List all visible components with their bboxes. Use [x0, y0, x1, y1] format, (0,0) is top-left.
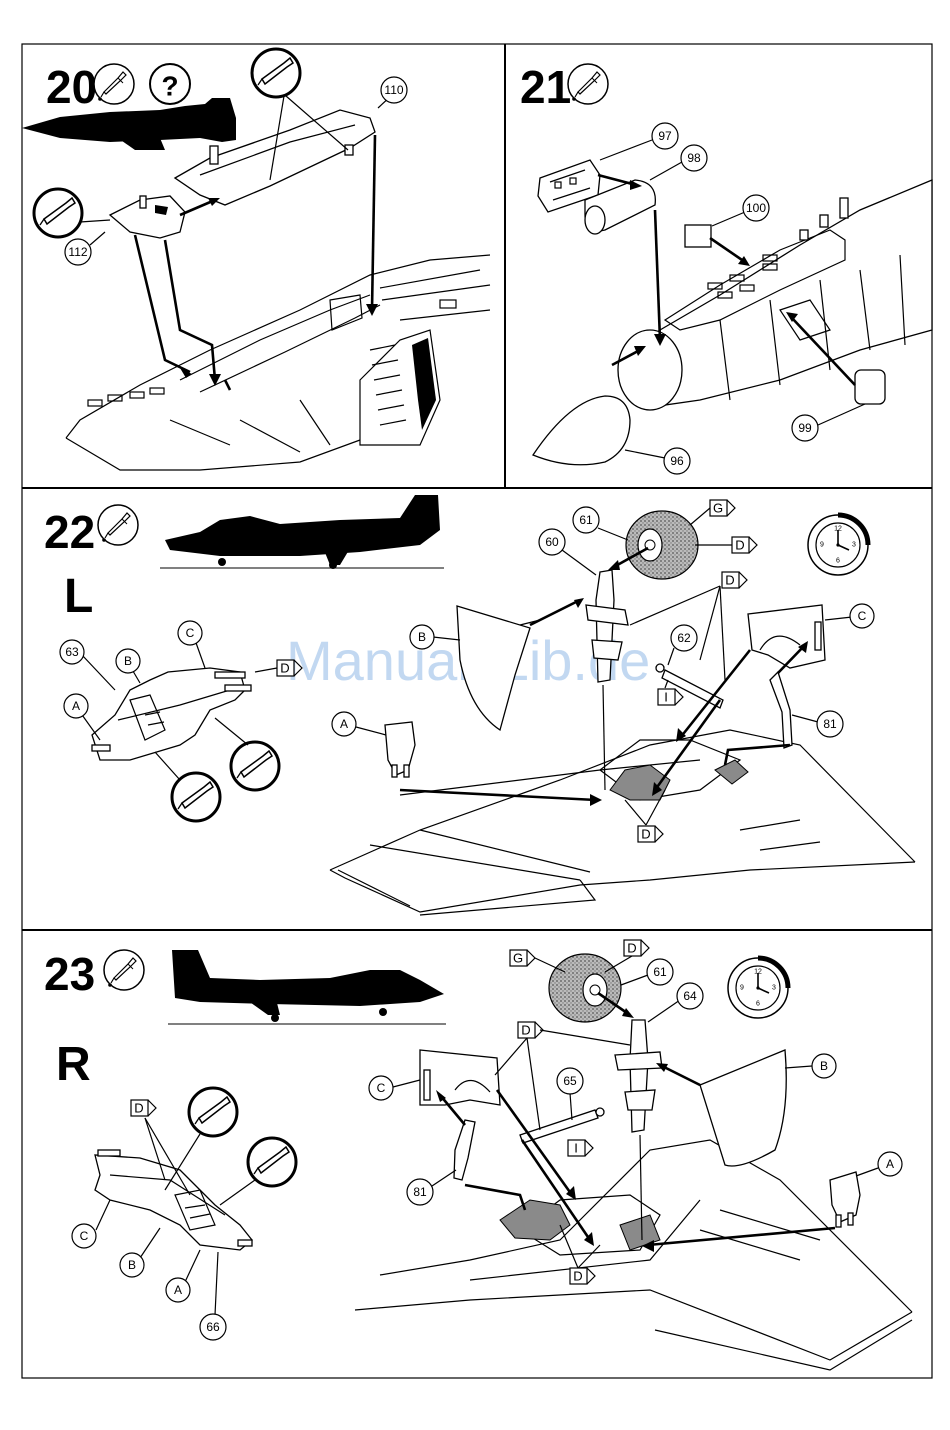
door-part-b	[700, 1050, 786, 1166]
part-number: 96	[670, 454, 684, 468]
clock-number: 9	[820, 542, 824, 549]
door-part-a	[830, 1172, 860, 1222]
aircraft-silhouette	[168, 950, 446, 1024]
glue-tube-icon	[172, 773, 220, 821]
side-label: R	[56, 1038, 91, 1091]
part-number: 60	[545, 535, 559, 549]
glue-tube-icon	[248, 1138, 296, 1186]
clock-icon: 12 3 6 9	[728, 958, 788, 1018]
part-number: 112	[68, 245, 87, 259]
glue-tube-icon	[252, 49, 300, 97]
part-label: B	[820, 1059, 828, 1073]
part-label: C	[186, 626, 195, 640]
part-label: A	[886, 1157, 894, 1171]
tag-letter: D	[134, 1101, 143, 1116]
part-number: 64	[683, 989, 697, 1003]
part-number: 65	[563, 1074, 577, 1088]
part-number: 81	[413, 1185, 427, 1199]
part-label: B	[124, 654, 132, 668]
fuselage-drawing	[66, 255, 490, 470]
svg-text:?: ?	[161, 71, 178, 102]
part-100-drawing	[685, 225, 711, 247]
tag-letter: D	[627, 941, 636, 956]
door-part-a	[385, 722, 415, 775]
tag-letter: D	[641, 827, 650, 842]
part-number: 110	[384, 83, 403, 97]
clock-number: 12	[754, 969, 762, 976]
tag-letter: I	[574, 1141, 578, 1156]
part-number: 97	[658, 129, 672, 143]
clock-number: 6	[836, 558, 840, 565]
glue-tube-icon	[568, 64, 608, 104]
step-number: 21	[520, 61, 571, 113]
part-number: 66	[206, 1320, 220, 1334]
part-label: B	[128, 1258, 136, 1272]
side-label: L	[64, 570, 93, 623]
tag-letter: D	[573, 1269, 582, 1284]
step-number: 20	[46, 61, 97, 113]
part-label: A	[174, 1283, 182, 1297]
clock-icon: 12 3 6 9	[808, 515, 868, 575]
step-number: 23	[44, 948, 95, 1000]
glue-tube-icon	[34, 189, 82, 237]
clock-number: 12	[834, 526, 842, 533]
part-number: 61	[653, 965, 667, 979]
aircraft-silhouette	[160, 495, 444, 569]
part-label: C	[80, 1229, 89, 1243]
wheel-part-61	[626, 511, 698, 579]
part-81-drawing	[454, 1120, 475, 1180]
tag-letter: D	[280, 661, 289, 676]
part-99-drawing	[855, 370, 885, 404]
sub-assembly-right	[95, 1150, 252, 1250]
step-22-panel: 22 L	[44, 495, 915, 915]
part-label: A	[72, 699, 80, 713]
glue-tube-icon	[94, 64, 134, 104]
part-label: B	[418, 630, 426, 644]
glue-tube-icon	[98, 505, 138, 545]
part-number: 63	[65, 645, 79, 659]
step-23-panel: 23 R	[44, 940, 912, 1370]
part-label: C	[858, 609, 867, 623]
part-96-drawing	[533, 396, 630, 465]
sub-assembly-left	[92, 668, 251, 760]
clock-number: 9	[740, 985, 744, 992]
step-20-panel: 20 ?	[22, 49, 490, 470]
part-81-drawing	[770, 672, 792, 748]
part-label: C	[377, 1081, 386, 1095]
step-21-panel: 21	[520, 61, 932, 474]
strut-part-64	[615, 1020, 662, 1132]
clock-number: 3	[852, 542, 856, 549]
part-number: 99	[798, 421, 812, 435]
part-number: 100	[746, 201, 766, 215]
tag-letter: D	[725, 573, 734, 588]
question-icon: ?	[150, 64, 190, 104]
tag-letter: G	[513, 951, 523, 966]
clock-number: 3	[772, 985, 776, 992]
part-112-drawing	[110, 196, 185, 238]
tag-letter: I	[664, 690, 668, 705]
part-number: 98	[687, 151, 701, 165]
step-number: 22	[44, 506, 95, 558]
wing-drawing	[355, 1140, 912, 1370]
glue-tube-icon	[231, 742, 279, 790]
wing-drawing	[330, 730, 915, 915]
part-number: 81	[823, 717, 837, 731]
glue-tube-icon	[104, 950, 144, 990]
glue-tube-icon	[189, 1088, 237, 1136]
part-number: 62	[677, 631, 691, 645]
wheel-part-61	[549, 954, 621, 1022]
tag-letter: G	[713, 501, 723, 516]
clock-number: 6	[756, 1001, 760, 1008]
tag-letter: D	[735, 538, 744, 553]
door-part-c	[420, 1050, 500, 1105]
part-label: A	[340, 717, 348, 731]
door-part-c	[748, 605, 825, 668]
part-number: 61	[579, 513, 593, 527]
tag-letter: D	[521, 1023, 530, 1038]
